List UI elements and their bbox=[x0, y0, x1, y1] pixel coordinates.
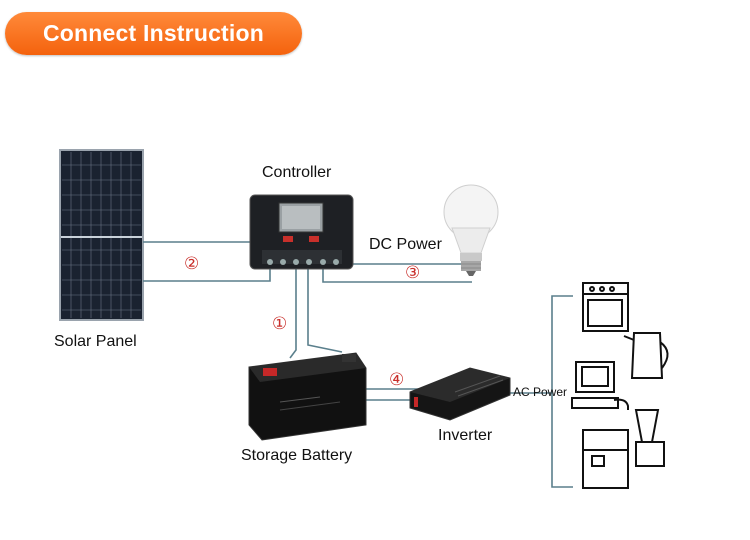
wire-battery-pos bbox=[289, 268, 297, 359]
label-inverter: Inverter bbox=[438, 427, 493, 444]
label-ac-power: AC Power bbox=[513, 385, 568, 399]
inverter-icon bbox=[409, 367, 511, 421]
computer-icon bbox=[571, 361, 629, 410]
label-dc-power: DC Power bbox=[369, 236, 442, 253]
label-storage-battery: Storage Battery bbox=[241, 447, 353, 464]
fridge-icon bbox=[582, 429, 629, 489]
battery-icon bbox=[248, 352, 367, 441]
wire-panel-neg bbox=[143, 268, 271, 282]
label-solar-panel: Solar Panel bbox=[54, 333, 137, 350]
step-3-marker: ③ bbox=[405, 263, 421, 282]
solar-panel-icon bbox=[59, 149, 144, 321]
title-banner: Connect Instruction bbox=[5, 12, 302, 55]
blender-icon bbox=[634, 409, 665, 467]
step-1-marker: ① bbox=[272, 314, 288, 333]
controller-icon bbox=[249, 194, 354, 270]
step-4-marker: ④ bbox=[389, 370, 405, 389]
page-title: Connect Instruction bbox=[42, 20, 265, 46]
wires bbox=[143, 241, 573, 488]
step-2-marker: ② bbox=[184, 254, 200, 273]
wire-load-neg bbox=[322, 268, 472, 283]
wire-battery-neg bbox=[307, 268, 343, 353]
light-bulb-icon bbox=[443, 184, 499, 276]
label-controller: Controller bbox=[262, 164, 332, 181]
kettle-icon bbox=[623, 332, 669, 379]
appliances bbox=[571, 282, 669, 489]
ac-bracket bbox=[551, 295, 573, 488]
stove-icon bbox=[582, 282, 629, 332]
